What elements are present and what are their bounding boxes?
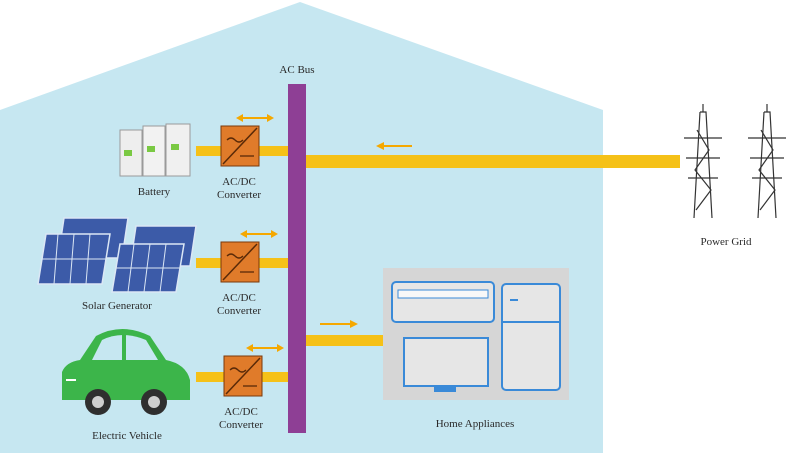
appliance-flow-arrow — [320, 320, 358, 328]
power-grid-label: Power Grid — [700, 236, 752, 248]
grid-connection-line — [298, 155, 680, 168]
converter-label-line: AC/DC — [222, 176, 256, 188]
electric-vehicle-label: Electric Vehicle — [92, 430, 162, 442]
converter-label-line: Converter — [219, 419, 263, 431]
solar-bidirectional-arrow — [240, 230, 278, 238]
solar-generator-label: Solar Generator — [82, 300, 152, 312]
home-appliances-icon — [383, 268, 569, 400]
ev-bidirectional-arrow — [246, 344, 284, 352]
power-tower-icon — [748, 104, 786, 219]
home-appliances-label: Home Appliances — [435, 418, 515, 430]
solar-panel-icon — [37, 217, 197, 293]
converter-label-line: Converter — [217, 305, 261, 317]
converter-label-line: Converter — [217, 189, 261, 201]
ac-bus-bar — [288, 84, 306, 433]
solar-converter-icon — [220, 241, 260, 283]
electric-car-icon — [62, 329, 190, 415]
solar-converter-label: AC/DC Converter — [206, 292, 272, 318]
converter-label-line: AC/DC — [222, 292, 256, 304]
converter-label-line: AC/DC — [224, 406, 258, 418]
appliance-line — [298, 335, 386, 346]
ev-converter-label: AC/DC Converter — [208, 406, 274, 432]
ev-converter-icon — [223, 355, 263, 397]
battery-icon — [119, 123, 191, 177]
grid-flow-arrow — [376, 142, 412, 150]
battery-bidirectional-arrow — [236, 114, 274, 122]
ac-bus-label: AC Bus — [279, 64, 315, 76]
battery-converter-icon — [220, 125, 260, 167]
battery-converter-label: AC/DC Converter — [206, 176, 272, 202]
power-tower-icon — [684, 104, 722, 219]
battery-label: Battery — [137, 186, 171, 198]
